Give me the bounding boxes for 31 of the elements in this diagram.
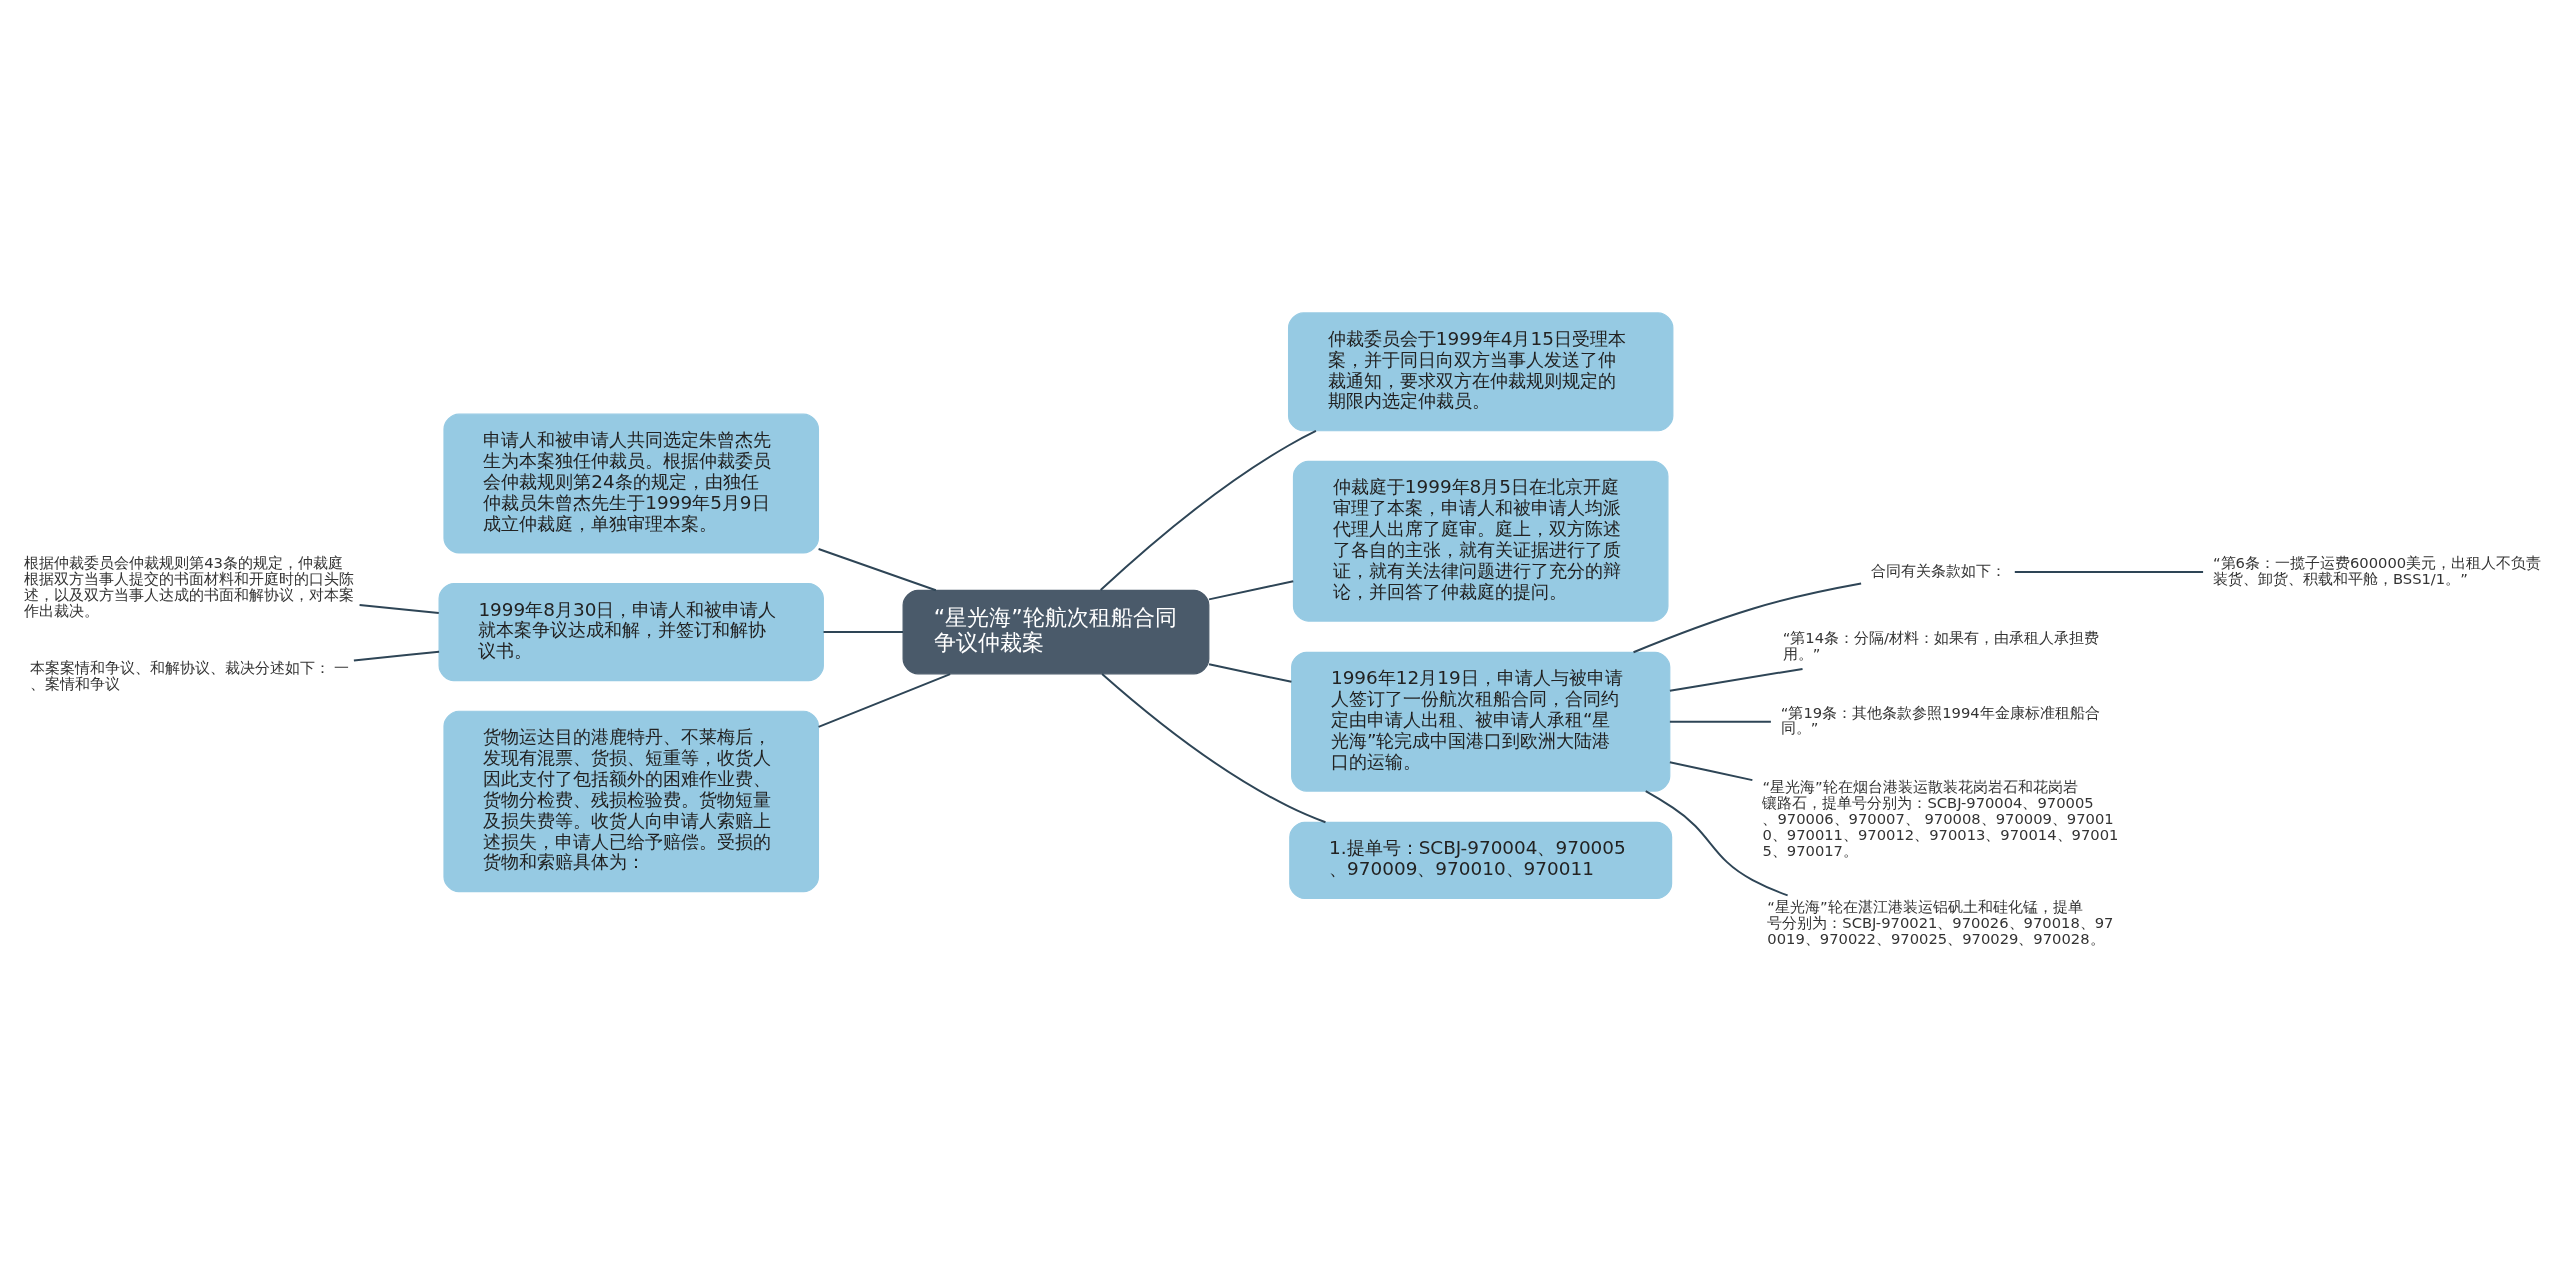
node-box: 申请人和被申请人共同选定朱曾杰先生为本案独任仲裁员。根据仲裁委员会仲裁规则第24条的规定，由独任仲裁员朱曾杰先生于1999年5月9日成立仲裁庭，单独审理本案。 [443,413,820,553]
node-box: 1.提单号：SCBJ-970004、970005、970009、970010、970011 [1289,821,1673,899]
node-text: “星光海”轮在烟台港装运散装花岗岩石和花岗岩镶路石，提单号分别为：SCBJ-970004、970005、970006、970007、 970008、970009、970010、970011、970012、970013、970014、970015、970017。 [1762,777,2119,859]
connector [817,547,937,591]
node-text: “第19条：其他条款参照1994年金康标准租船合同。” [1780,703,2100,736]
node-text: “第14条：分隔/材料：如果有，由承租人承担费用。” [1782,628,2100,662]
node-box: 货物运达目的港鹿特丹、不莱梅后，发现有混票、货损、短重等，收货人因此支付了包括额外的困难作业费、货物分检费、残损检验费。货物短量及损失费等。收货人向申请人索赔上述损失，申请人已给予赔偿。受损的货物和索赔具体为： [443,710,820,892]
node-box: 1996年12月19日，申请人与被申请人签订了一份航次租船合同，合同约定由申请人出租、被申请人承租“星光海”轮完成中国港口到欧洲大陆港口的运输。 [1291,651,1671,792]
connector [1668,760,1754,781]
node-box: 仲裁庭于1999年8月5日在北京开庭审理了本案，申请人和被申请人均派代理人出席了庭审。庭上，双方陈述了各自的主张，就有关证据进行了质证，就有关法律问题进行了充分的辩论，并回答了仲裁庭的提问。 [1292,460,1669,622]
connector [822,630,904,633]
connector [1644,789,1789,896]
connector [358,603,440,614]
connector [352,650,441,661]
connector [817,672,952,728]
connector [1208,579,1295,600]
node-text: 本案案情和争议、和解协议、裁决分述如下： 一、案情和争议 [29,658,350,692]
connector [1099,429,1317,591]
connector [1668,667,1804,692]
node-box: 仲裁委员会于1999年4月15日受理本案，并于同日向双方当事人发送了仲裁通知，要求双方在仲裁规则规定的期限内选定仲裁员。 [1287,311,1674,431]
node-box: “星光海”轮航次租船合同争议仲裁案 [902,589,1210,674]
connector [1101,672,1327,823]
connector [1208,662,1293,683]
node-text: 根据仲裁委员会仲裁规则第43条的规定，仲裁庭根据双方当事人提交的书面材料和开庭时的口头陈述，以及双方当事人达成的书面和解协议，对本案作出裁决。 [24,553,355,619]
connector [1632,582,1863,653]
connector [1668,720,1772,723]
connector [2013,570,2205,573]
node-text: “第6条：一揽子运费600000美元，出租人不负责装货、卸货、积载和平舱，BSS1/1。” [2212,553,2542,587]
node-text: 合同有关条款如下： [1871,561,2007,579]
node-text: “星光海”轮在湛江港装运铝矾土和硅化锰，提单号分别为：SCBJ-970021、970026、970018、970019、970022、970025、970029、970028。 [1767,897,2114,947]
node-box: 1999年8月30日，申请人和被申请人就本案争议达成和解，并签订和解协议书。 [438,582,824,681]
